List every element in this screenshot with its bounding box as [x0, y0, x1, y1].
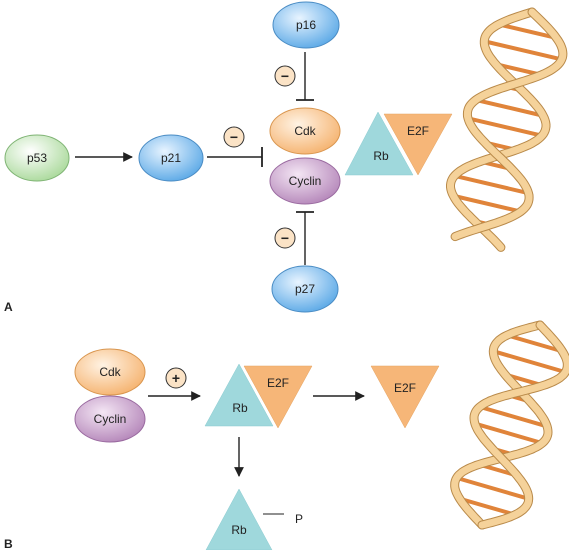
p21-label: p21: [161, 151, 181, 165]
cdk-label-b: Cdk: [99, 365, 121, 379]
cyclin-node-a: Cyclin: [269, 157, 341, 205]
cdk-node-b: Cdk: [74, 348, 146, 396]
e2f-triangle-a: E2F: [383, 113, 453, 176]
p16-inhibit-sign: −: [274, 65, 296, 87]
cyclin-label-b: Cyclin: [94, 412, 127, 426]
dna-a-base-pair: [452, 173, 531, 196]
p16-node: p16: [272, 1, 340, 49]
panel-a-letter: A: [4, 300, 13, 314]
dna-helix-a: [446, 7, 568, 252]
dna-b-backbone-strand: [470, 321, 569, 529]
dna-a-base-pair: [482, 39, 564, 62]
dna-b-backbone-strand: [451, 321, 552, 529]
p27-inhibit-sign: −: [274, 227, 296, 249]
p21-node: p21: [138, 134, 204, 182]
panel-b: B Cdk Cyclin + Rb E2F E2F: [4, 320, 569, 550]
dna-b-base-pair: [504, 333, 565, 354]
dna-a-backbone-strand: [447, 8, 550, 251]
p21-inhibit-sign-text: −: [230, 129, 238, 145]
p16-inhibit-line: [296, 52, 314, 101]
p53-node: p53: [4, 134, 70, 182]
activate-sign-text: +: [172, 370, 180, 386]
rb-triangle-b: Rb: [204, 363, 274, 427]
dna-a-base-pair: [451, 193, 523, 214]
dna-a-base-pair: [473, 97, 546, 118]
p16-inhibit-sign-text: −: [281, 68, 289, 84]
dna-a-backbone-strand: [451, 8, 567, 241]
p53-label: p53: [27, 151, 47, 165]
activate-sign: +: [165, 367, 187, 389]
p21-inhibit-sign: −: [223, 126, 245, 148]
p27-inhibit-line: [296, 211, 314, 265]
dna-helix-b: [450, 320, 569, 530]
p21-inhibit-line: [207, 147, 263, 167]
dna-b-base-pair: [491, 349, 568, 375]
e2f-triangle-b: E2F: [243, 365, 313, 429]
cyclin-label-a: Cyclin: [289, 174, 322, 188]
panel-b-letter: B: [4, 537, 13, 550]
cyclin-node-b: Cyclin: [74, 395, 146, 443]
rb-phos-triangle: Rb: [205, 488, 273, 550]
e2f-label-a: E2F: [407, 124, 429, 138]
p16-label: p16: [296, 18, 316, 32]
dna-b-base-pair: [457, 496, 518, 517]
dna-b-base-pair: [454, 475, 531, 501]
phosphate-label: P: [295, 512, 303, 526]
panel-a: A p53 p21 − p16 −: [4, 1, 568, 314]
p27-label: p27: [295, 282, 315, 296]
e2f-label-b: E2F: [267, 376, 289, 390]
dna-b-base-pair: [472, 421, 545, 446]
rb-triangle-a: Rb: [344, 111, 414, 176]
e2f-free-label: E2F: [394, 381, 416, 395]
rb-label-a: Rb: [373, 149, 389, 163]
e2f-free-triangle: E2F: [370, 365, 440, 429]
dna-b-base-pair: [477, 404, 550, 429]
cdk-node-a: Cdk: [269, 107, 341, 155]
rb-phos-label: Rb: [231, 523, 247, 537]
dna-a-base-pair: [496, 22, 559, 40]
dna-a-base-pair: [465, 116, 545, 138]
p27-inhibit-sign-text: −: [281, 230, 289, 246]
cdk-label-a: Cdk: [294, 124, 316, 138]
p27-node: p27: [271, 265, 339, 313]
rb-label-b: Rb: [232, 401, 248, 415]
